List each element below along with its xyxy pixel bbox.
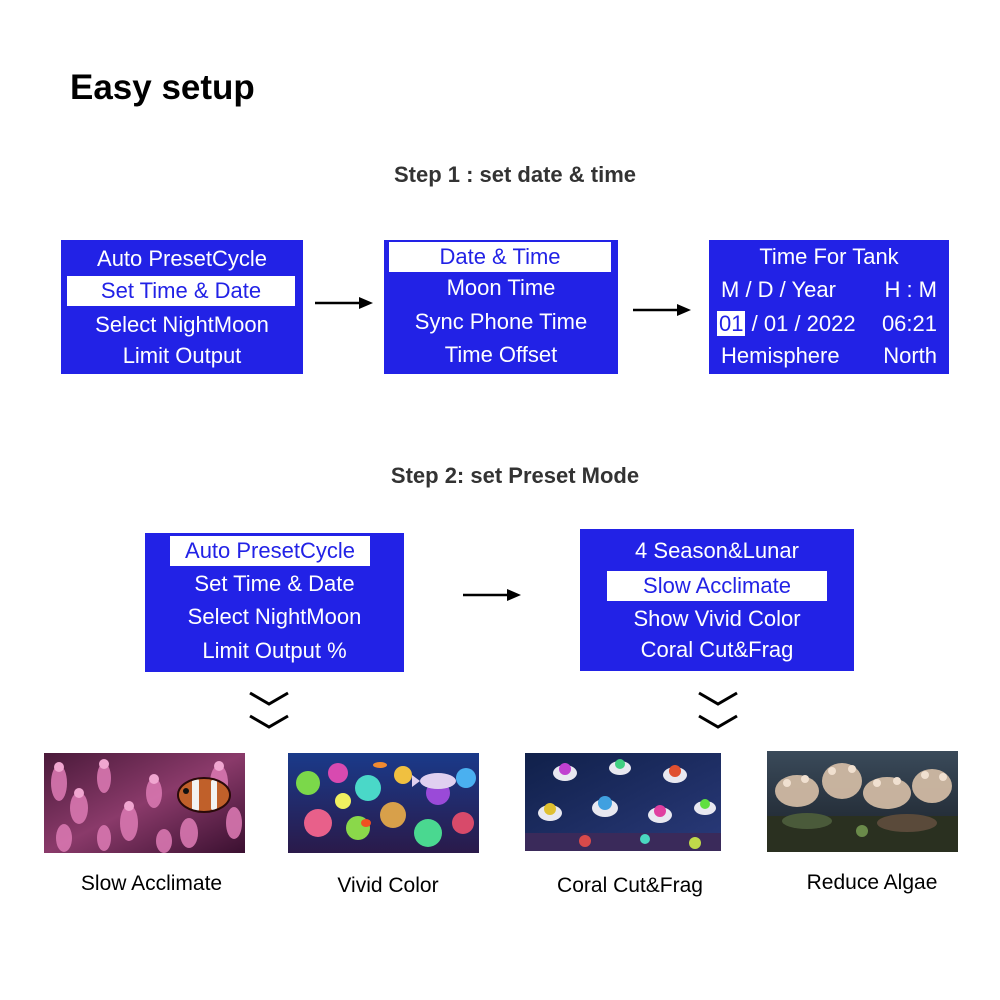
lcd-preset-menu: 4 Season&Lunar Slow Acclimate Show Vivid…	[580, 529, 854, 671]
menu-item-select-nightmoon[interactable]: Select NightMoon	[187, 604, 362, 629]
time-format-label: H : M	[884, 277, 937, 302]
coral-frag-photo	[525, 753, 721, 851]
page-title: Easy setup	[70, 68, 255, 107]
time-field[interactable]: 06:21	[881, 311, 937, 336]
double-chevron-down-icon	[249, 691, 289, 729]
screen-title: Time For Tank	[759, 244, 899, 269]
date-format-label: M / D / Year	[721, 277, 836, 302]
menu-item-set-time-date[interactable]: Set Time & Date	[194, 571, 355, 596]
preset-caption-coral-cut-frag: Coral Cut&Frag	[557, 874, 703, 897]
preset-item-show-vivid-color[interactable]: Show Vivid Color	[633, 606, 801, 631]
menu-item-sync-phone-time[interactable]: Sync Phone Time	[414, 309, 588, 334]
step-1-label: Step 1 : set date & time	[393, 162, 637, 187]
lcd-main-menu: Auto PresetCycle Set Time & Date Select …	[61, 240, 303, 374]
day-year-field[interactable]: / 01 / 2022	[751, 311, 856, 336]
menu-item-limit-output[interactable]: Limit Output	[122, 343, 242, 368]
step-2-label: Step 2: set Preset Mode	[390, 463, 640, 488]
arrow-right-icon	[463, 589, 521, 601]
menu-item-select-nightmoon[interactable]: Select NightMoon	[95, 312, 269, 337]
lcd-time-menu: Date & Time Moon Time Sync Phone Time Ti…	[384, 240, 618, 374]
soft-coral-photo	[767, 751, 958, 852]
menu-item-auto-preset-cycle[interactable]: Auto PresetCycle	[97, 246, 267, 271]
double-chevron-down-icon	[698, 691, 738, 729]
menu-item-time-offset[interactable]: Time Offset	[444, 342, 558, 367]
preset-item-slow-acclimate-selected[interactable]: Slow Acclimate	[607, 571, 827, 601]
preset-caption-reduce-algae: Reduce Algae	[806, 871, 938, 894]
menu-item-limit-output-percent[interactable]: Limit Output %	[202, 638, 347, 663]
arrow-right-icon	[633, 304, 691, 316]
menu-item-date-time-selected[interactable]: Date & Time	[389, 242, 611, 272]
hemisphere-value[interactable]: North	[883, 343, 937, 368]
colorful-reef-photo	[288, 753, 479, 853]
menu-item-auto-preset-cycle-selected[interactable]: Auto PresetCycle	[170, 536, 370, 566]
arrow-right-icon	[315, 297, 373, 309]
menu-item-moon-time[interactable]: Moon Time	[446, 275, 556, 300]
preset-caption-slow-acclimate: Slow Acclimate	[80, 872, 223, 895]
preset-item-coral-cut-frag[interactable]: Coral Cut&Frag	[640, 637, 794, 662]
menu-item-set-time-date-selected[interactable]: Set Time & Date	[67, 276, 295, 306]
preset-item-4-season-lunar[interactable]: 4 Season&Lunar	[635, 538, 799, 563]
format-row: M / D / Year H : M	[709, 275, 949, 305]
lcd-main-menu-preset: Auto PresetCycle Set Time & Date Select …	[145, 533, 404, 672]
hemisphere-label: Hemisphere	[721, 343, 840, 368]
lcd-date-time-editor: Time For Tank M / D / Year H : M 01 / 01…	[709, 240, 949, 374]
date-time-row: 01 / 01 / 2022 06:21	[709, 309, 949, 339]
month-field-selected[interactable]: 01	[717, 311, 746, 336]
hemisphere-row: Hemisphere North	[709, 341, 949, 371]
preset-caption-vivid-color: Vivid Color	[337, 874, 439, 897]
clownfish-anemone-photo	[44, 753, 245, 853]
